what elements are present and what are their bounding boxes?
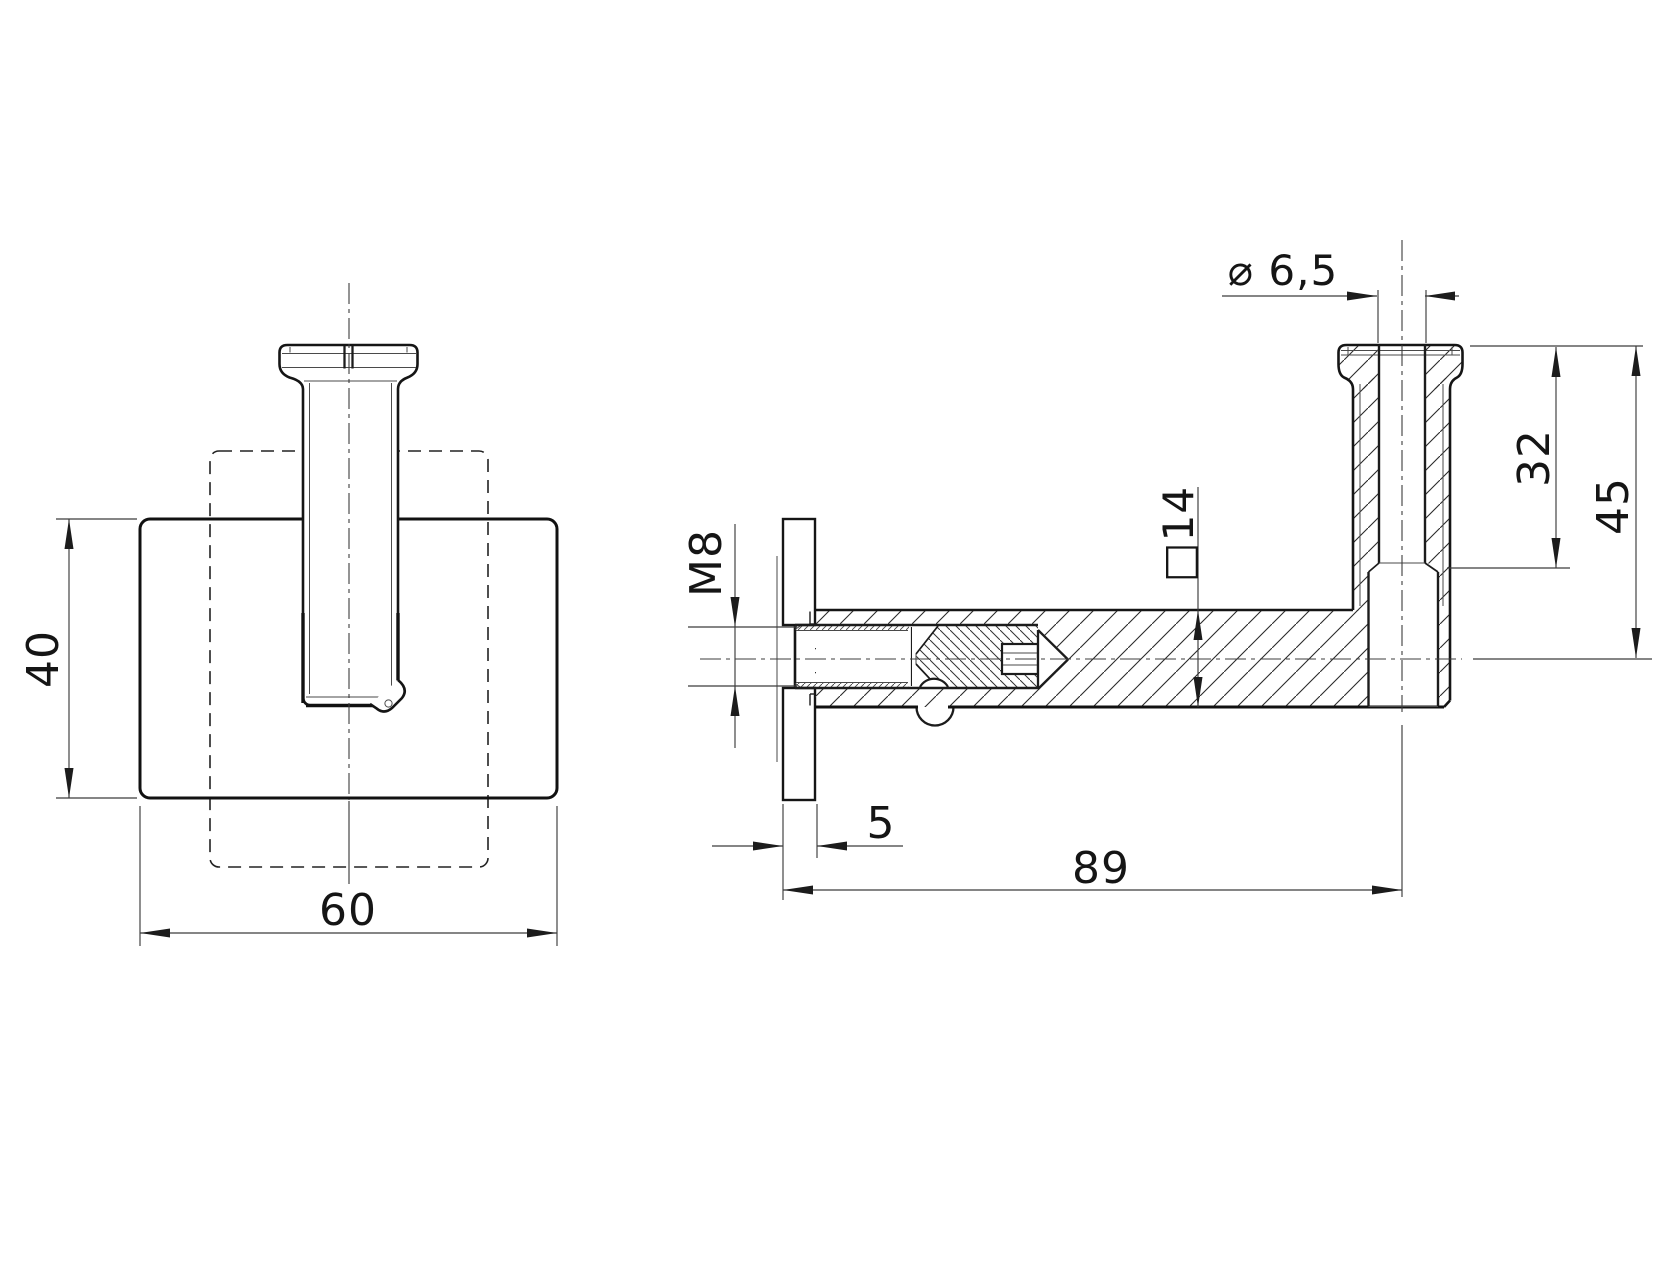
dim-front-width: 60 <box>139 801 558 946</box>
dim-reach-label: 89 <box>1072 843 1130 894</box>
set-screw-chamfer <box>915 625 939 655</box>
dim-square-section: □14 <box>1154 486 1203 707</box>
tip-outline <box>369 678 407 713</box>
arrowhead <box>140 928 170 938</box>
arrowhead <box>1425 291 1455 301</box>
dim-thread: M8 <box>681 524 797 748</box>
dim-post-height: 45 <box>1473 346 1652 660</box>
arrowhead <box>64 768 74 798</box>
detent-detail <box>915 677 955 727</box>
bore-step-chamfer <box>1367 562 1380 573</box>
dim-hole-diameter-label: ⌀ 6,5 <box>1228 246 1338 295</box>
dim-front-height: 40 <box>18 518 137 799</box>
detent-dome-lower <box>915 706 955 727</box>
arrowhead <box>817 841 847 851</box>
handrail-pin-front <box>278 343 419 713</box>
dim-plate-thickness-label: 5 <box>867 798 896 849</box>
front-view: 40 60 <box>18 283 559 946</box>
counterbore <box>1368 563 1438 706</box>
tip-notch <box>384 699 393 708</box>
arrowhead <box>1631 346 1641 376</box>
arrowhead <box>64 519 74 549</box>
arrowhead <box>753 841 783 851</box>
arrowhead <box>1193 677 1203 707</box>
dim-front-height-label: 40 <box>18 630 69 688</box>
arrowhead <box>730 597 740 627</box>
arrowhead <box>1193 610 1203 640</box>
set-screw-tip-front <box>369 678 407 713</box>
pin-outline <box>278 343 419 707</box>
drill-point-edge <box>1037 658 1069 690</box>
dim-plate-thickness: 5 <box>712 798 903 858</box>
dim-reach: 89 <box>782 725 1403 900</box>
dim-front-width-label: 60 <box>319 885 377 936</box>
wall-plate-upper <box>781 517 817 627</box>
dim-bore-depth: 32 <box>1447 345 1643 569</box>
detent-dome-upper <box>919 677 949 688</box>
dim-square-label: □14 <box>1154 486 1203 582</box>
bore-step-chamfer <box>1424 562 1439 573</box>
dim-bore-depth-label: 32 <box>1509 429 1560 487</box>
arrowhead <box>1551 538 1561 568</box>
arrowhead <box>1372 885 1402 895</box>
arrowhead <box>730 686 740 716</box>
arrowhead <box>1631 628 1641 658</box>
thread-ticks-top <box>797 625 909 631</box>
thread-ticks-bottom <box>797 682 909 688</box>
drill-point-edge <box>1037 629 1069 661</box>
arrowhead <box>1551 347 1561 377</box>
set-screw-end-gap <box>912 625 938 688</box>
side-section-view: M8 □14 ⌀ 6,5 32 <box>681 240 1652 900</box>
arrowhead <box>527 928 557 938</box>
arrowhead <box>783 885 813 895</box>
post-flange-outline <box>1337 343 1464 390</box>
dim-post-height-label: 45 <box>1588 477 1639 535</box>
dim-thread-label: M8 <box>681 529 732 597</box>
arrowhead <box>1347 291 1377 301</box>
block-corner-chamfer <box>1443 699 1451 708</box>
dim-hole-diameter: ⌀ 6,5 <box>1222 246 1459 343</box>
